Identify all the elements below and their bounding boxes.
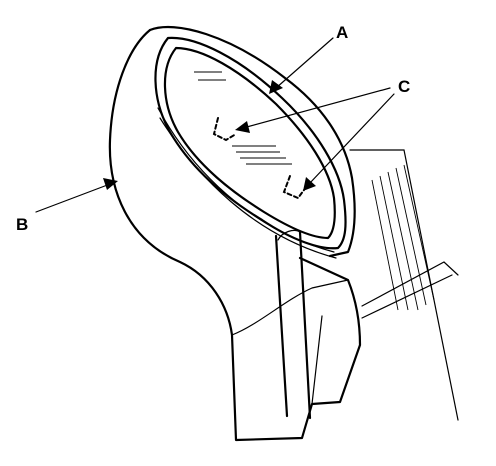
arrow-a-leader	[275, 37, 334, 89]
arrow-c2-leader	[308, 93, 395, 185]
arrow-c2-head	[303, 177, 316, 191]
arrow-c1-head	[235, 121, 250, 133]
arrow-b-head	[103, 178, 118, 190]
label-a: A	[336, 23, 348, 42]
rearview-mirror-a	[154, 36, 347, 259]
arrow-a-head	[269, 80, 283, 94]
windshield-hatching	[349, 149, 459, 421]
label-b: B	[16, 215, 28, 234]
arrow-c1-leader	[242, 87, 391, 129]
label-c: C	[398, 77, 410, 96]
leader-arrows	[35, 37, 395, 213]
mirror-clips-c	[212, 117, 305, 200]
arrow-b-leader	[35, 183, 111, 213]
mirror-mount-b	[108, 26, 362, 442]
mirror-stem	[274, 229, 312, 420]
